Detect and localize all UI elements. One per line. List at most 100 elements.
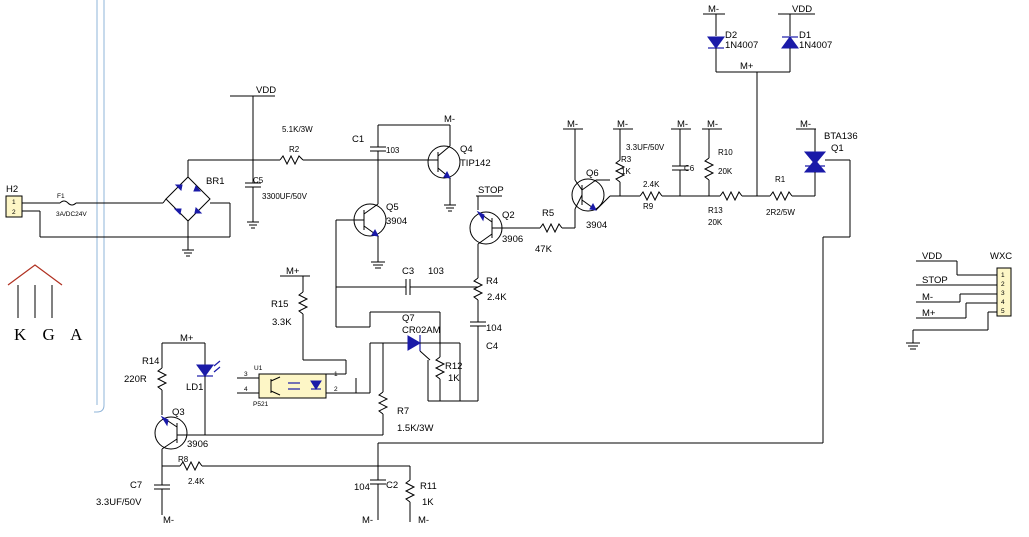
r13-value: 20K <box>708 218 723 227</box>
d2-mminus: M- <box>708 4 719 15</box>
q7-value: CR02AM <box>402 325 441 336</box>
r2-label: R2 <box>289 145 300 154</box>
r11-mminus: M- <box>418 515 429 526</box>
resistor-r14: M+ R14 220R <box>124 333 205 415</box>
r10-mminus: M- <box>707 119 718 130</box>
r3-mminus: M- <box>617 119 628 130</box>
wxc-mminus: M- <box>922 292 933 303</box>
resistor-r7: R7 1.5K/3W <box>356 342 433 435</box>
r15-value: 3.3K <box>272 317 292 328</box>
r15-label: R15 <box>271 299 288 310</box>
d1-value: 1N4007 <box>799 40 832 51</box>
d2-value: 1N4007 <box>725 40 758 51</box>
r2-value: 5.1K/3W <box>282 125 313 134</box>
bridge-rectifier-br1: BR1 <box>162 160 231 257</box>
transistor-q6: M- Q6 3904 <box>563 119 640 231</box>
r14-label: R14 <box>142 356 159 367</box>
c1-value: 103 <box>386 146 400 155</box>
resistor-r9: 2.4K R9 <box>639 180 720 211</box>
connector-wxc: WXC 1 2 3 4 5 VDD STOP M- M+ <box>906 251 1012 350</box>
q1-mminus: M- <box>800 119 811 130</box>
c6-label: C6 <box>684 164 695 173</box>
q5-value: 3904 <box>386 216 407 227</box>
q3-label: Q3 <box>172 407 185 418</box>
r1-label: R1 <box>775 175 786 184</box>
c2-value: 104 <box>354 482 370 493</box>
r7-value: 1.5K/3W <box>397 423 433 434</box>
wxc-vdd: VDD <box>922 251 942 262</box>
capacitor-c3: C3 103 <box>336 266 478 295</box>
r11-value: 1K <box>422 497 434 508</box>
resistor-r15: M+ R15 3.3K <box>271 266 347 374</box>
c7-label: C7 <box>130 480 142 491</box>
h2-pin2: 2 <box>12 209 16 216</box>
c7-mminus: M- <box>163 515 174 526</box>
r4-value: 2.4K <box>487 292 507 303</box>
fuse-rating: 3A/DC24V <box>56 211 87 218</box>
c3-label: C3 <box>402 266 414 277</box>
c4-value: 104 <box>486 323 502 334</box>
r7-label: R7 <box>397 406 409 417</box>
kga-label: K G A <box>14 325 88 344</box>
r11-label: R11 <box>420 481 437 492</box>
wxc-pin4: 4 <box>1001 299 1005 306</box>
r5-label: R5 <box>542 208 554 219</box>
c7-value: 3.3UF/50V <box>96 497 142 508</box>
h2-label: H2 <box>6 184 18 195</box>
kga-thyristor-symbol: K G A <box>7 264 88 344</box>
wxc-mplus: M+ <box>922 308 936 319</box>
r5-value: 47K <box>535 244 553 255</box>
r10-label: R10 <box>718 148 733 157</box>
q5-label: Q5 <box>386 202 399 213</box>
c6-mminus: M- <box>677 119 688 130</box>
q6-label: Q6 <box>586 168 599 179</box>
c4-label: C4 <box>486 341 498 352</box>
resistor-r13: R13 20K <box>708 190 770 227</box>
h2-pin1: 1 <box>12 199 16 206</box>
d1-vdd: VDD <box>792 4 812 15</box>
triac-q1: M- BTA136 Q1 <box>796 119 858 443</box>
r12-label: R12 <box>445 361 462 372</box>
br1-label: BR1 <box>206 176 224 187</box>
vdd-top-label: VDD <box>256 85 276 96</box>
capacitor-c1: C1 103 <box>352 124 450 198</box>
q4-mminus: M- <box>444 114 455 125</box>
d-mplus: M+ <box>740 61 754 72</box>
resistor-r1: R1 2R2/5W <box>756 72 805 217</box>
c5-value: 3300UF/50V <box>262 192 308 201</box>
resistor-r12: R12 1K <box>427 343 478 402</box>
r3-label: R3 <box>621 155 632 164</box>
capacitor-c2: 104 C2 M- <box>354 466 398 526</box>
transistor-q5: Q5 3904 <box>335 198 407 327</box>
r10-value: 20K <box>718 167 733 176</box>
r15-mplus: M+ <box>286 266 300 277</box>
r9-value: 2.4K <box>643 180 660 189</box>
q6-value: 3904 <box>586 220 607 231</box>
capacitor-c5: VDD C5 3300UF/50V <box>188 85 308 229</box>
wxc-pin1: 1 <box>1001 272 1005 279</box>
q1-label: Q1 <box>831 143 844 154</box>
capacitor-c7: C7 3.3UF/50V M- <box>96 480 174 526</box>
resistor-r8: R8 2.4K <box>162 442 823 486</box>
resistor-r2: 5.1K/3W R2 <box>279 125 430 166</box>
q3-value: 3906 <box>187 439 208 450</box>
c3-value: 103 <box>428 266 444 277</box>
diode-d1: VDD D1 1N4007 M+ <box>716 4 832 73</box>
resistor-r3: M- R3 1K <box>613 119 633 196</box>
q4-label: Q4 <box>460 144 473 155</box>
r8-value: 2.4K <box>188 477 205 486</box>
u1-value: P521 <box>253 401 269 408</box>
d2-label: D2 <box>725 30 737 41</box>
u1-pin3: 3 <box>244 371 248 378</box>
r13-label: R13 <box>708 206 723 215</box>
wxc-pin2: 2 <box>1001 281 1005 288</box>
r8-label: R8 <box>178 455 189 464</box>
r1-value: 2R2/5W <box>766 208 795 217</box>
r14-value: 220R <box>124 374 147 385</box>
q2-value: 3906 <box>502 234 523 245</box>
c2-mminus: M- <box>362 515 373 526</box>
capacitor-c4: 104 C4 <box>470 321 502 401</box>
wxc-pin5: 5 <box>1001 308 1005 315</box>
c5-label: C5 <box>253 176 264 185</box>
